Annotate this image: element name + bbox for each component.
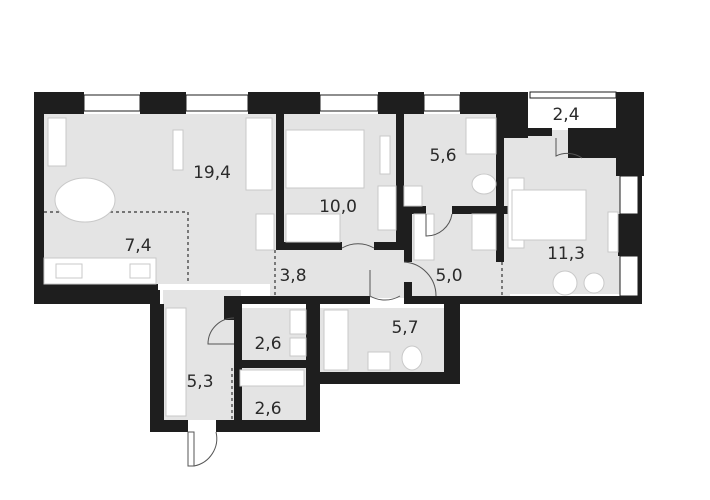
area-hallway-1: 3,8 (279, 266, 306, 286)
furniture (43, 117, 619, 417)
doors (187, 138, 583, 467)
walls (34, 92, 644, 432)
area-balcony: 2,4 (552, 105, 579, 125)
area-living-room: 19,4 (193, 163, 231, 183)
area-bathroom-2: 5,7 (391, 318, 418, 338)
windows (83, 91, 639, 297)
area-labels: 19,4 7,4 10,0 5,6 2,4 11,3 3,8 5,0 2,6 5… (124, 105, 584, 419)
area-bedroom-2: 11,3 (547, 244, 585, 264)
area-bedroom-1: 10,0 (319, 197, 357, 217)
area-toilet: 2,6 (254, 334, 281, 354)
area-entrance-hall: 5,3 (186, 372, 213, 392)
area-storage: 2,6 (254, 399, 281, 419)
area-hallway-2: 5,0 (435, 266, 462, 286)
area-bathroom-1: 5,6 (429, 146, 456, 166)
area-kitchen: 7,4 (124, 236, 151, 256)
